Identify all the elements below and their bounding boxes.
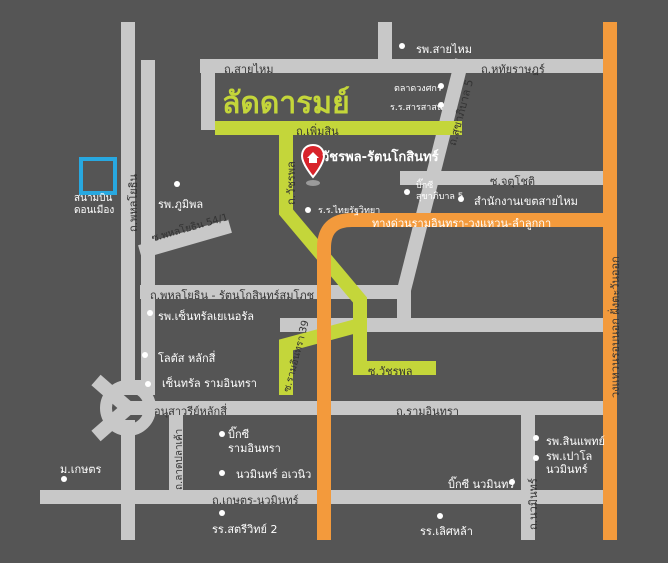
poi-dot: [458, 196, 464, 202]
pin-icon: [300, 143, 326, 186]
poi-dot: [438, 83, 444, 89]
road-expressway: [317, 213, 610, 540]
poi-lotus: โลตัส หลักสี่: [158, 352, 216, 365]
poi-dot: [437, 513, 443, 519]
poi-bigc-nawamin: บิ๊กซี นวมินทร์: [448, 478, 515, 491]
project-title: ลัดดารมย์: [222, 86, 350, 121]
poi-dot: [305, 207, 311, 213]
poi-dot: [219, 510, 225, 516]
poi-rr-satree: รร.สตรีวิทย์ 2: [212, 523, 278, 536]
road-saimai-label: ถ.สายไหม: [224, 63, 274, 76]
poi-dot: [61, 476, 67, 482]
road-ramintra39-highlight: [279, 318, 362, 395]
road-watcharaphon: [279, 128, 436, 375]
poi-dot: [404, 189, 410, 195]
road-hathai-label: ถ.หทัยราษฎร์: [481, 63, 545, 76]
poi-m-kaset: ม.เกษตร: [60, 463, 102, 476]
poi-airport: สนามบิน ดอนเมือง: [74, 193, 115, 216]
road-phahon-ratana-label: ถ.พหลโยธิน - รัตนโกสินทร์สมโภช: [150, 289, 315, 302]
poi-dot: [509, 479, 515, 485]
poi-rr-thai: ร.ร.ไทยรัฐวิทยา: [318, 206, 381, 216]
poi-district: สำนักงานเขตสายไหม: [474, 195, 578, 208]
poi-dot: [533, 455, 539, 461]
poi-dot: [147, 310, 153, 316]
roundabout: [100, 380, 156, 436]
road-phermsin-label: ถ.เพิ่มสิน: [296, 125, 339, 138]
poi-bigc-ram: บิ๊กซี รามอินทรา: [228, 428, 281, 455]
poi-bigc-sukha: บิ๊กซี สุขาภิบาล 5: [416, 181, 464, 202]
road-watcharaphon-v-label: ถ.วัชรพล: [285, 161, 298, 205]
road-ramintra-label: ถ.รามอินทรา: [396, 405, 459, 418]
poi-dot: [533, 435, 539, 441]
road-phahon-54: [138, 219, 232, 259]
road-phahon-v-label: ถ.พหลโยธิน: [127, 174, 140, 232]
poi-rp-sinphaet: รพ.สินแพทย์: [546, 435, 605, 448]
poi-dot: [174, 181, 180, 187]
poi-rp-paolo: รพ.เปาโล นวมินทร์: [546, 450, 593, 476]
poi-rp-saimai: รพ.สายไหม: [416, 43, 473, 56]
poi-rr-sarasas: ร.ร.สารสาสน์: [390, 103, 443, 113]
poi-dot: [219, 431, 225, 437]
road-jorchuchot-label: ซ.จตุโชติ: [490, 175, 536, 188]
poi-rp-central: รพ.เซ็นทรัลเยเนอรัล: [158, 310, 255, 323]
location-pin: [300, 141, 326, 191]
roads-orange: [317, 22, 617, 540]
road-ring-label: วงแหวนรอบนอก ฝั่งตะวันออก: [609, 256, 622, 398]
road-s-watcharaphon-label: ซ.วัชรพล: [368, 365, 413, 378]
roads-highlight: [215, 121, 462, 395]
poi-nawamin-avenue: นวมินทร์ อเวนิว: [236, 468, 312, 481]
road-latplakhao-label: ถ.ลาดปลาเค้า: [174, 428, 185, 490]
poi-rr-lertla: รร.เลิศหล้า: [420, 525, 473, 538]
poi-rp-bhumibol: รพ.ภูมิพล: [158, 198, 204, 211]
road-kaset-nawamin-label: ถ.เกษตร-นวมินทร์: [212, 494, 299, 507]
poi-dot: [219, 470, 225, 476]
poi-central-ram: เซ็นทรัล รามอินทรา: [162, 377, 257, 390]
poi-dot: [142, 352, 148, 358]
poi-talad: ตลาดวงศกร: [394, 84, 442, 94]
poi-dot: [438, 102, 444, 108]
road-nawamin-label: ถ.นวมินทร์: [527, 478, 540, 530]
poi-dot: [145, 381, 151, 387]
poi-dot: [399, 43, 405, 49]
road-expressway-label: ทางด่วนรามอินทรา-วงแหวน-ลำลูกกา: [372, 217, 552, 230]
road-anusawari-label: อนุสาวรีย์หลักสี่: [154, 405, 227, 418]
project-label: วัชรพล-รัตนโกสินทร์: [322, 150, 439, 165]
airport-icon: [79, 157, 117, 195]
